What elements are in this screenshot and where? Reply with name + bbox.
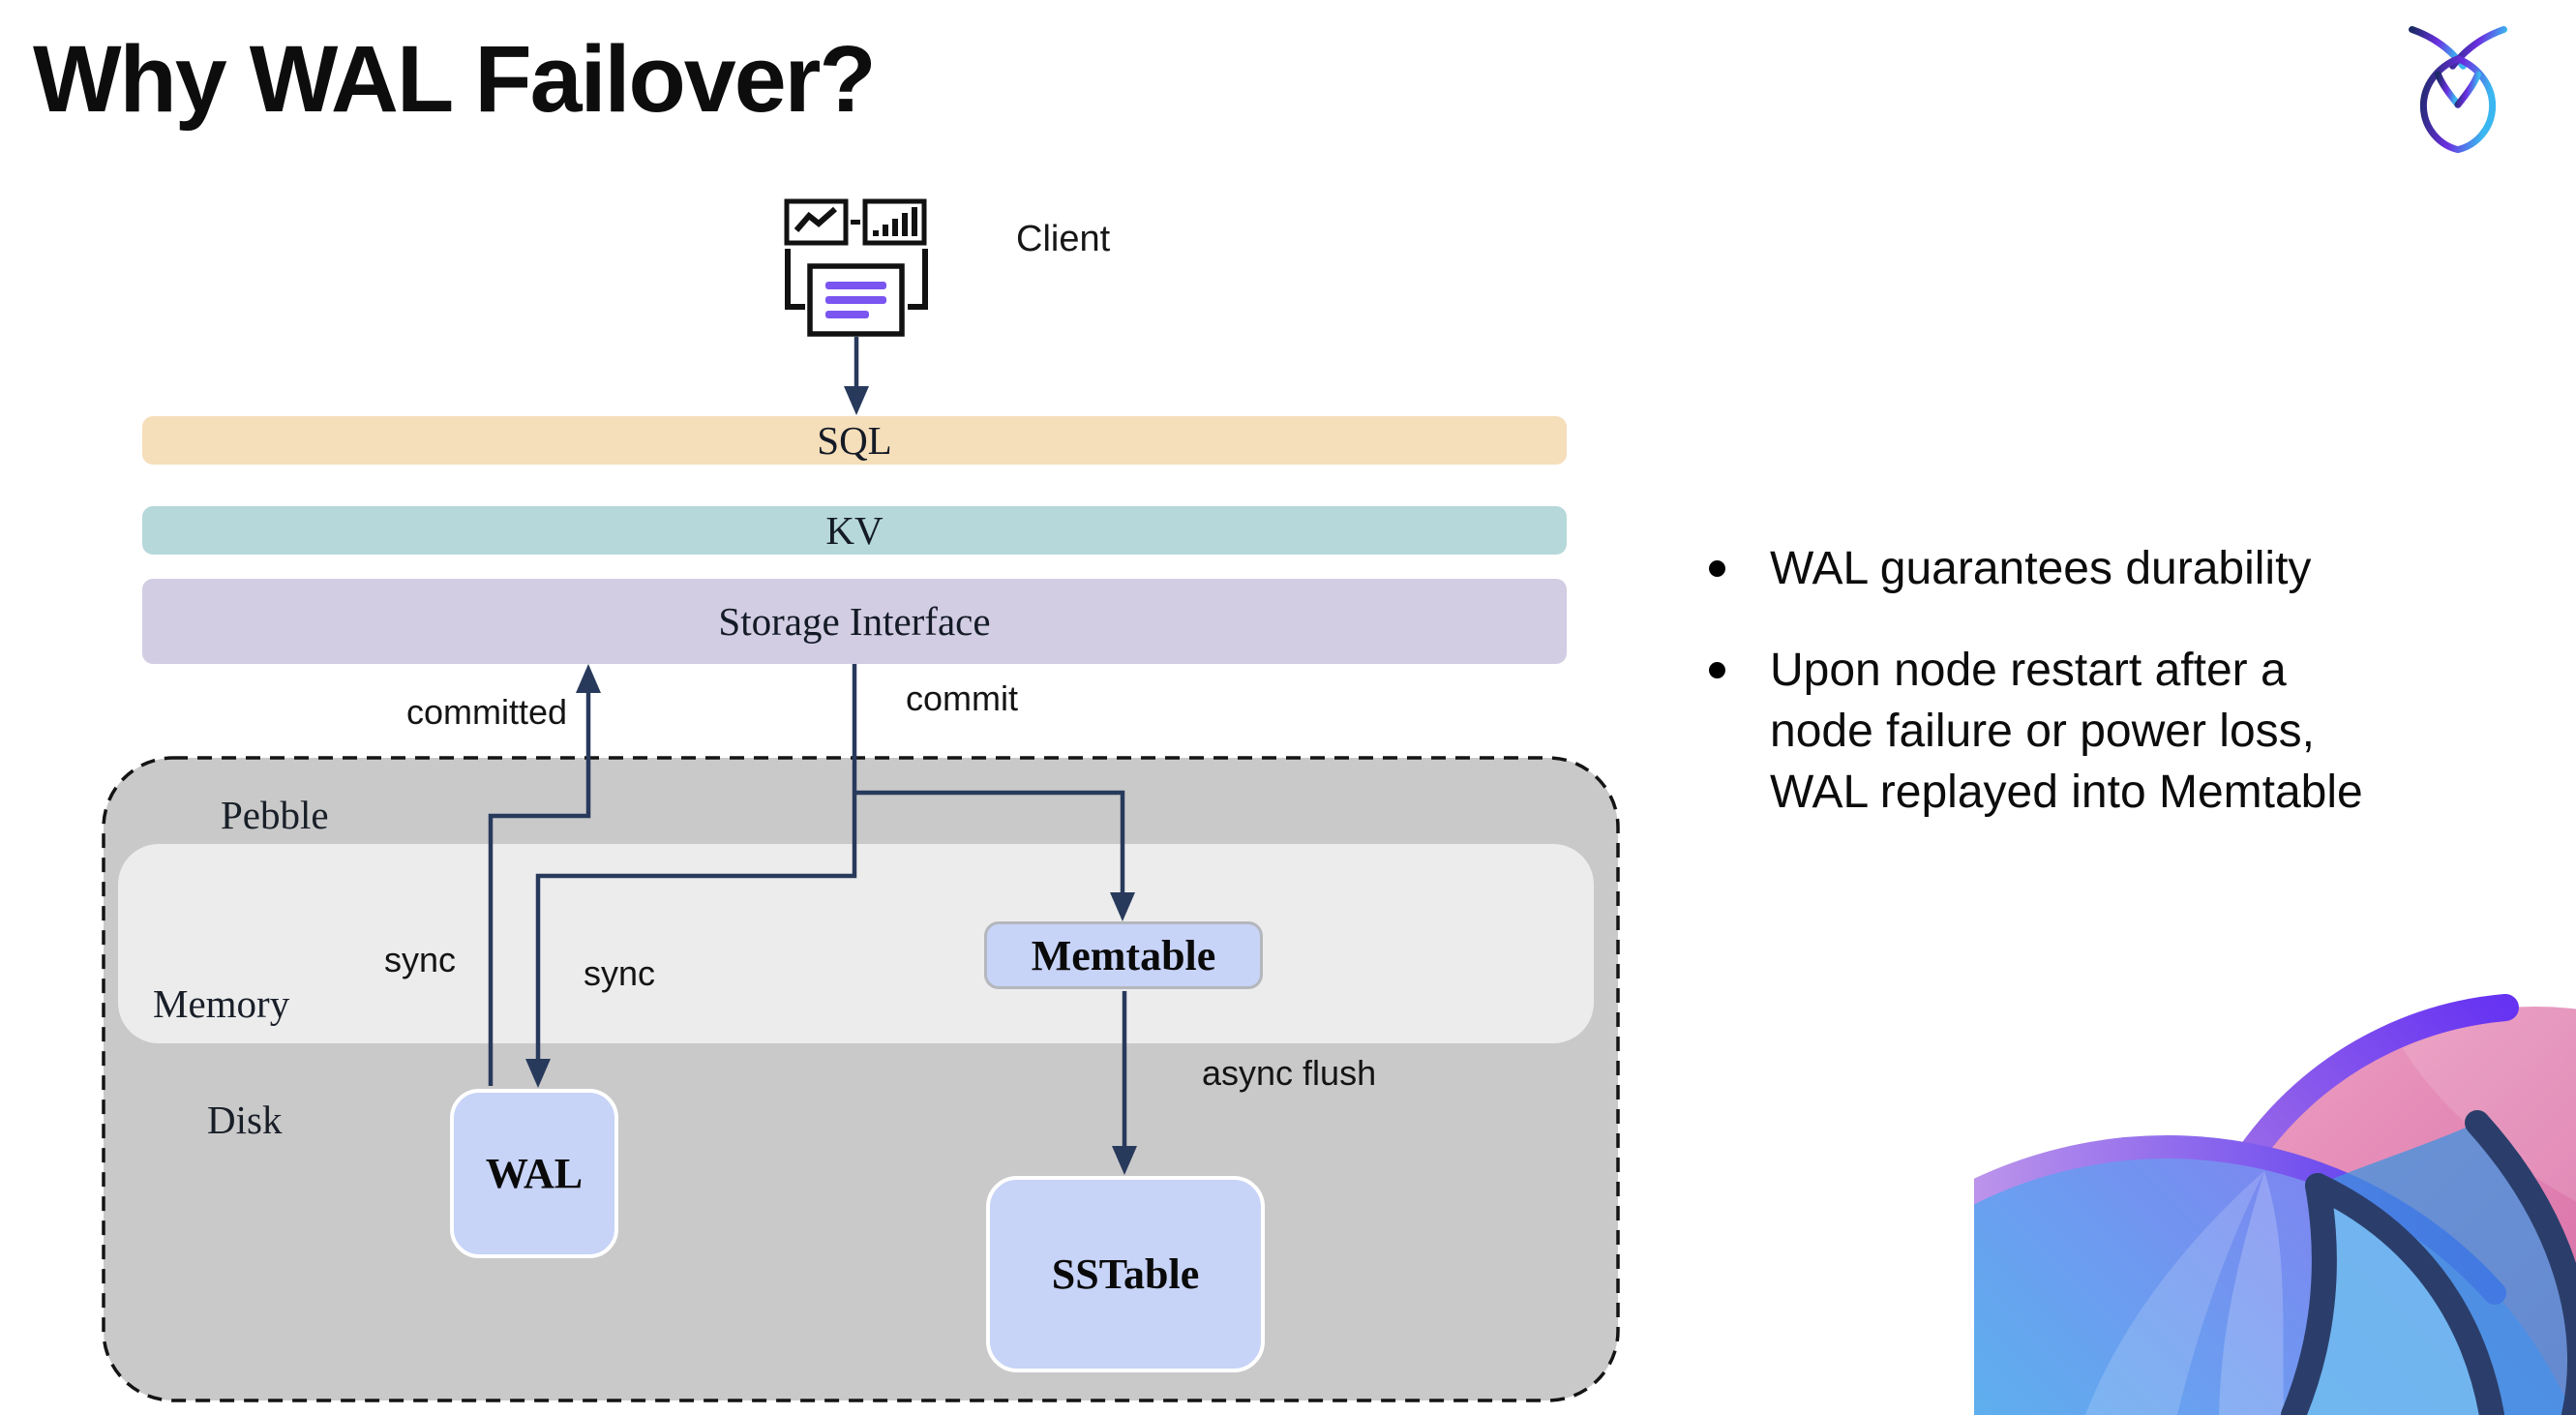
bullet-dot bbox=[1709, 662, 1725, 678]
bullet-line: Upon node restart after a bbox=[1770, 645, 2287, 696]
arrowhead-into-memtable bbox=[1110, 892, 1135, 921]
edge-label-commit: commit bbox=[906, 678, 1018, 718]
bullet-item: WAL guarantees durability bbox=[1709, 538, 2576, 599]
layer-sql-label: SQL bbox=[817, 418, 892, 463]
node-sstable: SSTable bbox=[986, 1176, 1265, 1372]
edge-label-async-flush: async flush bbox=[1202, 1053, 1377, 1093]
bullet-dot bbox=[1709, 560, 1725, 577]
layer-sql: SQL bbox=[142, 416, 1567, 465]
memory-band bbox=[118, 844, 1594, 1043]
edge-label-sync-left: sync bbox=[384, 940, 457, 979]
client-icon bbox=[784, 198, 928, 337]
layer-storage-interface: Storage Interface bbox=[142, 579, 1567, 664]
disk-label: Disk bbox=[207, 1098, 283, 1142]
document-icon bbox=[807, 263, 905, 337]
edge-committed bbox=[488, 689, 591, 1086]
layer-storage-interface-label: Storage Interface bbox=[718, 599, 991, 644]
arrowhead-into-storage bbox=[576, 664, 601, 693]
node-memtable: Memtable bbox=[984, 921, 1263, 989]
bracket-right bbox=[908, 249, 928, 310]
layer-kv-label: KV bbox=[825, 508, 884, 553]
cockroachdb-logo-icon bbox=[2409, 25, 2507, 154]
edge-label-committed: committed bbox=[406, 692, 568, 732]
pebble-dashed-container bbox=[102, 756, 1620, 1402]
bullet-item: Upon node restart after a node failure o… bbox=[1709, 640, 2576, 823]
bullet-line: WAL replayed into Memtable bbox=[1770, 767, 2363, 818]
edge-label-sync-right: sync bbox=[584, 953, 656, 993]
chart-bar-icon bbox=[862, 198, 927, 246]
node-memtable-label: Memtable bbox=[1031, 931, 1216, 979]
node-wal-label: WAL bbox=[485, 1150, 584, 1197]
arrowhead-into-sstable bbox=[1112, 1146, 1137, 1175]
arrowhead-into-wal bbox=[525, 1059, 551, 1088]
edge-commit-to-memtable bbox=[854, 790, 1125, 896]
node-wal: WAL bbox=[450, 1089, 618, 1258]
bullet-line: WAL guarantees durability bbox=[1770, 543, 2312, 594]
edge-commit-sync bbox=[535, 664, 857, 1063]
memory-label: Memory bbox=[153, 981, 290, 1026]
layer-kv: KV bbox=[142, 506, 1567, 555]
arrowhead-into-sql bbox=[844, 386, 869, 415]
brand-decoration-graphic bbox=[1974, 936, 2576, 1415]
chart-line-icon bbox=[784, 198, 849, 246]
bracket-left bbox=[785, 249, 805, 310]
bullet-line: node failure or power loss, bbox=[1770, 706, 2315, 757]
node-sstable-label: SSTable bbox=[1051, 1250, 1200, 1298]
dash-connector bbox=[851, 220, 860, 225]
pebble-label: Pebble bbox=[221, 793, 329, 837]
client-label: Client bbox=[1016, 219, 1111, 259]
page-title: Why WAL Failover? bbox=[33, 26, 877, 132]
bullet-list: WAL guarantees durability Upon node rest… bbox=[1709, 538, 2576, 823]
